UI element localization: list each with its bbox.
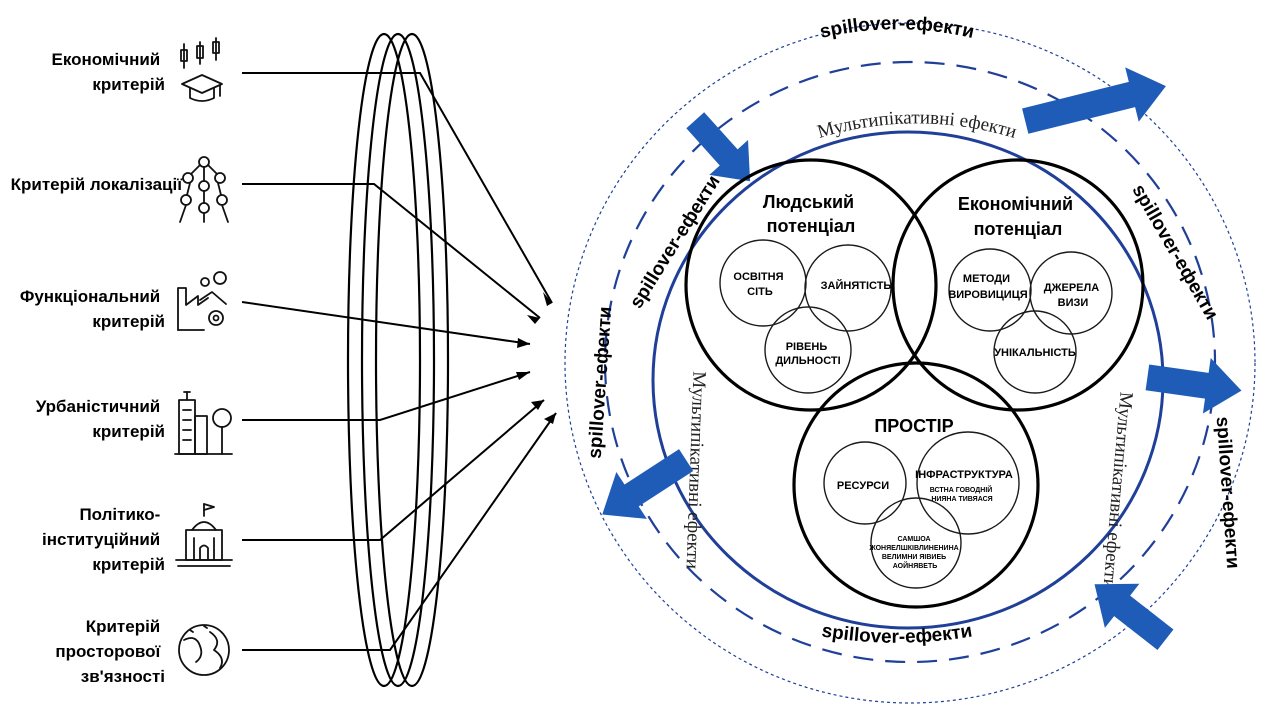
government-building-icon — [175, 503, 233, 567]
multiplicative-label-top: Мультипікативні ефекти — [815, 107, 1019, 143]
globe-map-icon — [178, 624, 230, 676]
infrastructure-label: ІНФРАСТРУКТУРА — [915, 469, 1013, 481]
space-title: ПРОСТІР — [874, 416, 953, 436]
resources-label: РЕСУРСИ — [837, 480, 889, 492]
criterion-localization: Критерій локалізації — [11, 156, 229, 223]
connector-lines — [241, 72, 557, 651]
methods-label: МЕТОДИ ВИРОВИЦИЦЯ — [948, 273, 1027, 301]
connector-spatial — [242, 412, 557, 651]
human-potential-title: Людський потенціал — [763, 192, 859, 236]
criterion-urban-label: Урбаністичний критерій — [36, 397, 165, 441]
employment-label: ЗАЙНЯТІСТЬ — [821, 279, 892, 292]
criterion-political-label: Політико- інституційний критерій — [42, 505, 165, 574]
outer-dotted-ring — [564, 22, 1256, 704]
human-potential-circle: Людський потенціал ОСВІТНЯ СІТЬ ЗАЙНЯТІС… — [684, 158, 938, 412]
connector-political — [242, 399, 545, 541]
connector-localization — [242, 183, 541, 319]
multiplicative-label-right: Мультипікативні ефекти — [1098, 391, 1136, 590]
connector-urban — [242, 371, 531, 421]
infrastructure-sub-label: ВСТНА ГОВОДНІЙ НИЯНА ТИВЯАСЯ — [930, 485, 995, 503]
education-network-label: ОСВІТНЯ СІТЬ — [733, 271, 786, 298]
activity-level-label: РІВЕНЬ ДИЛЬНОСТІ — [775, 341, 840, 367]
candlestick-chart-icon — [180, 37, 220, 69]
economic-potential-circle: Економічний потенціал МЕТОДИ ВИРОВИЦИЦЯ … — [891, 158, 1145, 412]
arrow-out-right — [1145, 358, 1242, 414]
graduation-cap-icon — [181, 74, 223, 102]
arrow-in-bottom-right — [1094, 583, 1174, 650]
uniqueness-label: УНІКАЛЬНІСТЬ — [994, 347, 1076, 359]
connector-economic — [242, 72, 553, 304]
criterion-spatial-connectivity: Критерій просторової зв'язності — [55, 617, 230, 686]
sources-label: ДЖЕРЕЛА ВИЗИ — [1044, 282, 1103, 309]
criterion-political: Політико- інституційний критерій — [42, 503, 233, 574]
economic-potential-title: Економічний потенціал — [958, 194, 1078, 239]
spillover-label-top: spillover-ефекти — [818, 13, 976, 43]
blue-arrows — [602, 67, 1242, 650]
city-building-tree-icon — [174, 391, 233, 455]
spillover-label-left-outer: spillover-ефекти — [585, 306, 617, 460]
spillover-label-bottom: spillover-ефекти — [820, 621, 973, 648]
criterion-spatial-connectivity-label: Критерій просторової зв'язності — [55, 617, 165, 686]
atomium-network-icon — [179, 156, 229, 223]
lens — [346, 32, 450, 688]
arrow-out-left — [602, 449, 694, 519]
criterion-economic-label: Економічний критерій — [51, 50, 165, 94]
criterion-urban: Урбаністичний критерій — [36, 391, 233, 455]
factory-gear-icon — [177, 271, 227, 331]
criterion-economic: Економічний критерій — [51, 37, 223, 102]
spillover-label-left-inner: spillover-ефекти — [626, 172, 725, 312]
arrow-in-top-left — [686, 112, 751, 182]
criterion-localization-label: Критерій локалізації — [11, 175, 184, 194]
arrow-out-top-right — [1022, 67, 1166, 134]
connector-arrowheads — [516, 292, 556, 424]
space-third-label: САМШОА ЖОНЯЕЛШКІВЛИНЕНИНА ВЕЛИМНИ ЯІВИЕЬ… — [868, 536, 960, 570]
spillover-label-right-outer: spillover-ефекти — [1212, 416, 1244, 570]
criterion-functional-label: Функціональний критерій — [20, 287, 165, 331]
criterion-functional: Функціональний критерій — [20, 271, 227, 331]
space-circle: ПРОСТІР РЕСУРСИ ІНФРАСТРУКТУРА ВСТНА ГОВ… — [792, 361, 1040, 609]
connector-functional — [241, 301, 531, 345]
dashed-ring — [603, 60, 1217, 664]
